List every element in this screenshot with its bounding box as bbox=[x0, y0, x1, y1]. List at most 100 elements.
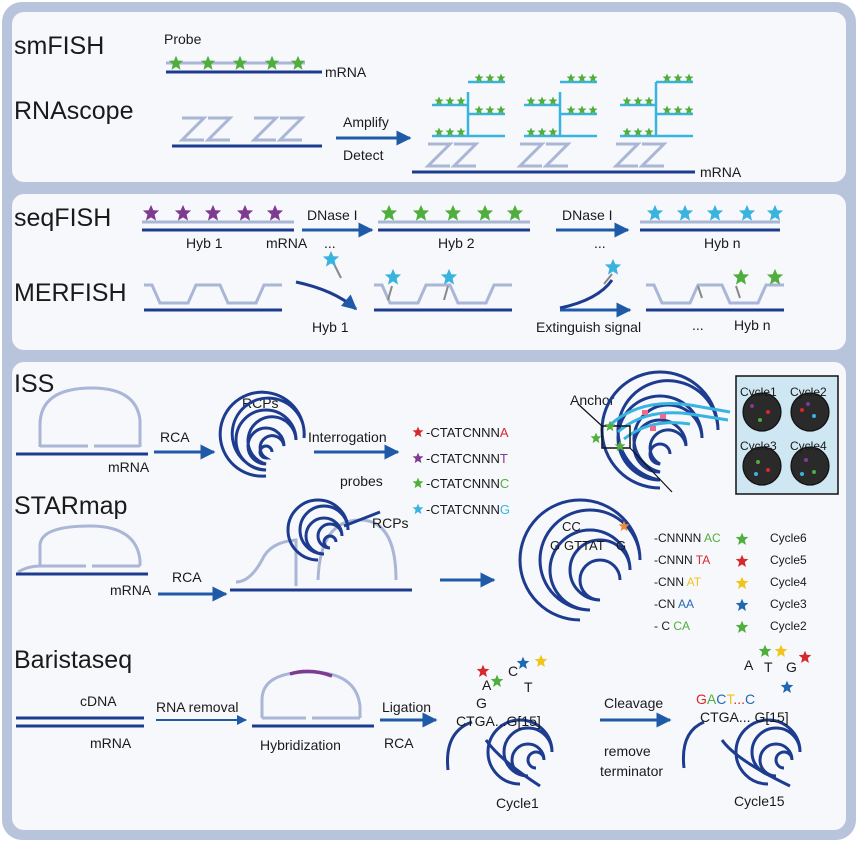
iss-probe-seq-t: -CTATCNNNT bbox=[426, 451, 508, 466]
iss-cycle3-well bbox=[742, 446, 782, 486]
seqfish-dnase-2: DNase I bbox=[562, 207, 613, 223]
seqfish-hybn: Hyb n bbox=[704, 235, 741, 251]
baristaseq-c15-seq: CTGA... G[15] bbox=[700, 709, 789, 725]
rnascope-detect: Detect bbox=[343, 147, 384, 163]
baristaseq-remove: remove bbox=[604, 743, 651, 759]
baristaseq-title: Baristaseq bbox=[14, 646, 132, 674]
merfish-probes-mid bbox=[374, 283, 512, 305]
baristaseq-c1-spiral bbox=[486, 718, 554, 786]
merfish-stem-a bbox=[387, 285, 393, 301]
starmap-cycle-rows: -CNNNN AC Cycle6 -CNNN TA Cycle5 -CNN AT… bbox=[654, 531, 807, 633]
iss-cycle4-label: Cycle4 bbox=[790, 439, 827, 453]
rnascope-zz-probes bbox=[178, 116, 306, 142]
iss-anchor-probes bbox=[608, 402, 691, 441]
smfish-mrna-label: mRNA bbox=[325, 64, 367, 80]
iss-rcp-spiral bbox=[218, 390, 306, 478]
iss-cycle-spots bbox=[750, 402, 816, 476]
starmap-row-3: -CN AA bbox=[654, 597, 694, 611]
seqfish-ellipsis-1: ... bbox=[324, 235, 336, 251]
baristaseq-c1-seq: CTGA...G[15] bbox=[456, 713, 541, 729]
starmap-rca-label: RCA bbox=[172, 569, 202, 585]
baristaseq-cdna-label: cDNA bbox=[80, 693, 117, 709]
rnascope-title: RNAscope bbox=[14, 97, 134, 125]
starmap-cycle5: Cycle5 bbox=[770, 553, 807, 567]
panel-imaging-2 bbox=[12, 194, 846, 350]
baristaseq-c1-g: G bbox=[476, 695, 487, 711]
iss-anchor-tail bbox=[689, 403, 731, 422]
starmap-mrna-label: mRNA bbox=[110, 582, 152, 598]
merfish-extinguish-stem bbox=[603, 273, 613, 285]
baristaseq-c15-spiral bbox=[734, 718, 802, 786]
baristaseq-cleavage: Cleavage bbox=[604, 695, 663, 711]
baristaseq-rca: RCA bbox=[384, 735, 414, 751]
merfish-hybn: Hyb n bbox=[734, 317, 771, 333]
iss-probe-seq-a: -CTATCNNNA bbox=[426, 425, 509, 440]
merfish-probes-right bbox=[646, 283, 784, 305]
merfish-stem-d bbox=[735, 285, 741, 299]
baristaseq-cycle15-label: Cycle15 bbox=[734, 793, 785, 809]
baristaseq-padlock-barcode bbox=[289, 669, 333, 678]
seqfish-dnase-1: DNase I bbox=[307, 207, 358, 223]
starmap-g-left: G bbox=[550, 538, 560, 553]
starmap-rcp-tail bbox=[343, 510, 381, 528]
iss-anchor-mark-3 bbox=[650, 426, 656, 431]
merfish-ellipsis: ... bbox=[692, 317, 704, 333]
iss-padlock bbox=[38, 386, 142, 447]
iss-interrogation: Interrogation bbox=[308, 429, 387, 445]
starmap-cycle2: Cycle2 bbox=[770, 619, 807, 633]
iss-title: ISS bbox=[14, 370, 54, 398]
merfish-title: MERFISH bbox=[14, 279, 127, 307]
starmap-cycle3: Cycle3 bbox=[770, 597, 807, 611]
iss-zoom-line-1 bbox=[577, 403, 603, 427]
starmap-cycle4: Cycle4 bbox=[770, 575, 807, 589]
iss-probe-seq-list: -CTATCNNNA -CTATCNNNT -CTATCNNNC -CTATCN… bbox=[412, 425, 510, 517]
merfish-curve-2 bbox=[559, 279, 614, 310]
baristaseq-c15-top-t: T bbox=[764, 659, 773, 675]
starmap-rca-probe bbox=[235, 538, 298, 586]
iss-zoom-line-2 bbox=[629, 447, 673, 493]
panel-imaging-1 bbox=[12, 12, 846, 182]
starmap-rcp-spiral bbox=[286, 498, 350, 562]
iss-zoom-box bbox=[601, 425, 631, 449]
iss-probes-label: probes bbox=[340, 473, 383, 489]
iss-cycle3-label: Cycle3 bbox=[740, 439, 777, 453]
starmap-title: STARmap bbox=[14, 492, 127, 520]
iss-probe-seq-g: -CTATCNNNG bbox=[426, 502, 510, 517]
seqfish-mrna-label: mRNA bbox=[266, 235, 308, 251]
baristaseq-c1-c: C bbox=[508, 663, 518, 679]
starmap-cycle6: Cycle6 bbox=[770, 531, 807, 545]
baristaseq-c1-arc bbox=[446, 720, 473, 771]
baristaseq-cycle1-label: Cycle1 bbox=[496, 795, 539, 811]
seqfish-ellipsis-2: ... bbox=[594, 235, 606, 251]
merfish-stem-b bbox=[443, 285, 449, 301]
baristaseq-hybridization: Hybridization bbox=[260, 737, 341, 753]
iss-rca-label: RCA bbox=[160, 429, 190, 445]
baristaseq-c15-arc bbox=[681, 720, 705, 769]
baristaseq-mrna-label: mRNA bbox=[90, 735, 132, 751]
starmap-snail-probe bbox=[17, 524, 142, 574]
iss-cycle2-well bbox=[790, 392, 830, 432]
baristaseq-cycle1: CTGA...G[15] G A C T Cycle1 bbox=[446, 654, 554, 811]
starmap-gttat: GTTAT bbox=[564, 538, 605, 553]
seqfish-hyb2: Hyb 2 bbox=[438, 235, 475, 251]
iss-cycle1-label: Cycle1 bbox=[740, 385, 777, 399]
merfish-probes-left bbox=[144, 283, 282, 305]
merfish-stem-c bbox=[697, 285, 703, 299]
starmap-row-5: -CNNN TA bbox=[654, 553, 710, 567]
iss-anchor-label: Anchor bbox=[570, 392, 615, 408]
seqfish-hyb1: Hyb 1 bbox=[186, 235, 223, 251]
baristaseq-c1-a: A bbox=[482, 677, 492, 693]
starmap-row-6: -CNNNN AC bbox=[654, 531, 721, 545]
starmap-cc: CC bbox=[562, 519, 581, 534]
baristaseq-c1-t: T bbox=[524, 679, 533, 695]
starmap-g-right: G bbox=[616, 538, 626, 553]
baristaseq-ligation: Ligation bbox=[382, 699, 431, 715]
starmap-sbs-spiral-path bbox=[518, 498, 642, 622]
iss-anchored-spiral bbox=[577, 370, 731, 493]
iss-cycle1-well bbox=[742, 392, 782, 432]
rnascope-amplify: Amplify bbox=[343, 114, 389, 130]
iss-cycle2-label: Cycle2 bbox=[790, 385, 827, 399]
merfish-arrow-1 bbox=[295, 280, 358, 311]
baristaseq-c1-tail bbox=[484, 739, 541, 788]
